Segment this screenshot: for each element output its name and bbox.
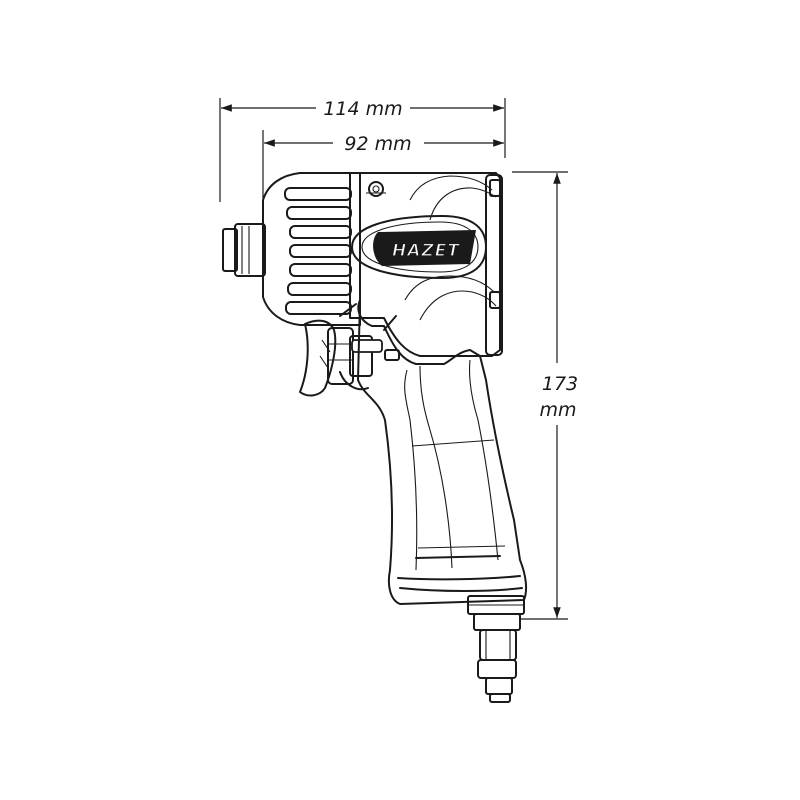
square-drive-anvil bbox=[222, 223, 266, 277]
dimension-body-length: 92 mm bbox=[262, 130, 504, 198]
housing-ribs bbox=[284, 187, 352, 315]
air-inlet-fitting bbox=[467, 595, 525, 703]
dimension-height: 173 mm bbox=[512, 171, 578, 620]
motor-housing bbox=[349, 172, 503, 357]
height-unit-label: mm bbox=[539, 399, 576, 421]
hammer-case bbox=[262, 172, 361, 326]
pistol-grip bbox=[357, 299, 528, 605]
overall-length-label: 114 mm bbox=[323, 98, 402, 120]
reverse-valve bbox=[327, 303, 400, 391]
body-length-label: 92 mm bbox=[344, 133, 411, 155]
dimension-overall-length: 114 mm bbox=[219, 98, 506, 202]
brand-logo-text: HAZET bbox=[392, 241, 460, 261]
tool-outline: HAZET bbox=[222, 172, 528, 703]
height-value-label: 173 bbox=[542, 373, 578, 395]
hazet-logo: HAZET bbox=[351, 215, 487, 279]
